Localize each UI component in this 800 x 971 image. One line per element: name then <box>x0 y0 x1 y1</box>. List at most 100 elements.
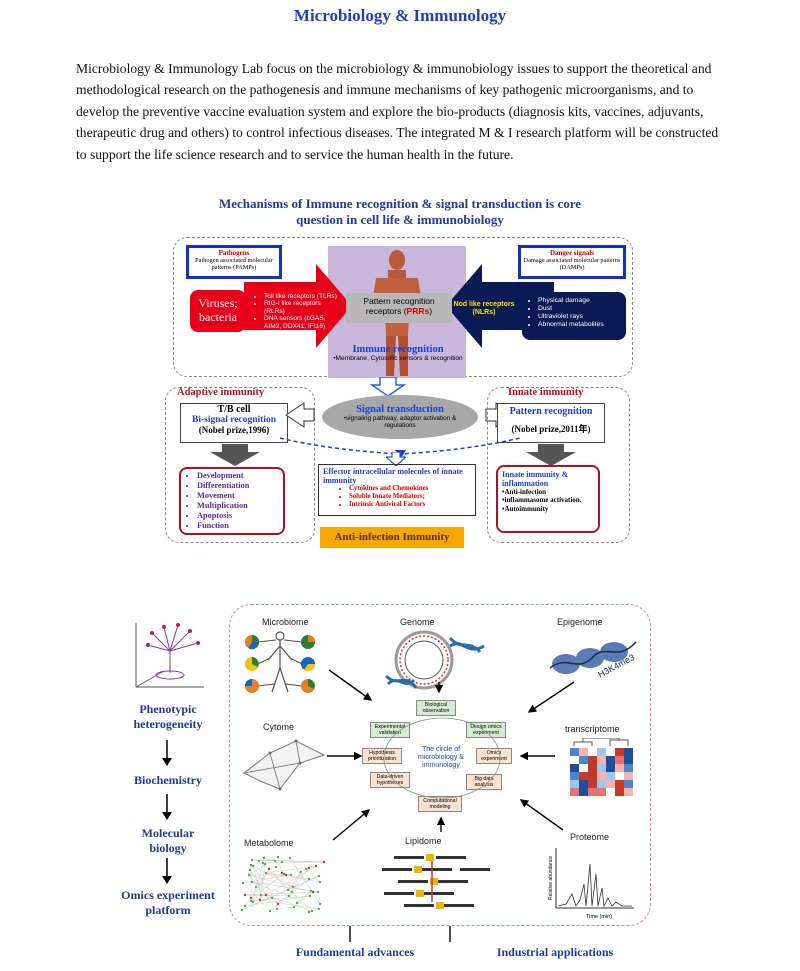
danger-list: Physical damage Dust Ultraviolet rays Ab… <box>522 292 626 340</box>
network-node <box>241 881 245 885</box>
omics-frame <box>229 604 651 926</box>
network-edge <box>244 895 311 907</box>
network-node <box>275 907 279 911</box>
cytome-icon <box>243 739 326 791</box>
danger-item: Abnormal metabolites <box>538 321 626 329</box>
flow-molecular: Molecular biology <box>141 826 195 855</box>
network-node <box>251 864 255 868</box>
figure1-title-line1: Mechanisms of Immune recognition & signa… <box>218 196 582 211</box>
network-edge <box>265 865 317 874</box>
effector-item: Intrinsic Antiviral Factors <box>349 501 471 509</box>
network-edge <box>263 857 276 862</box>
network-edge <box>275 861 283 868</box>
genome-icon <box>384 630 485 690</box>
network-edge <box>305 865 317 870</box>
network-node <box>318 902 322 906</box>
proteome-xlabel: Time (min) <box>586 914 612 920</box>
heatmap-cell <box>588 764 597 772</box>
network-edge <box>293 891 314 908</box>
heatmap-cell <box>615 764 624 772</box>
network-node <box>243 893 247 897</box>
network-node <box>309 889 313 893</box>
nlr-label: Nod like receptors (NLRs) <box>453 301 515 316</box>
innate-panel <box>487 387 630 543</box>
network-node <box>317 907 321 911</box>
network-node <box>289 873 293 877</box>
adaptive-item: Multiplication <box>197 501 283 511</box>
proteome-ylabel: Relative abundance <box>548 856 554 900</box>
network-node <box>311 890 315 894</box>
figure1-title-line2: question in cell life & immunobiology <box>296 212 504 227</box>
receptor-item: Toll like receptors (TLRs) <box>264 293 342 300</box>
flow-arrow-icon <box>162 740 172 766</box>
network-node <box>317 874 321 878</box>
flow-arrow-icon <box>162 858 172 884</box>
receptor-item: DNA sensors (cGAS, AIM2, DDX41, IFI16) <box>264 315 342 330</box>
cycle-title: The circle of microbiology & immunology <box>418 746 464 769</box>
lipidome-label: Lipidome <box>405 836 442 846</box>
network-node <box>263 862 267 866</box>
heatmap-cell <box>615 772 624 780</box>
network-node <box>274 865 278 869</box>
network-node <box>270 896 274 900</box>
heatmap-cell <box>588 788 597 796</box>
danger-item: Dust <box>538 305 626 313</box>
heatmap-cell <box>579 780 588 788</box>
effector-down-arrow <box>386 452 406 466</box>
network-node <box>288 856 292 860</box>
network-edge <box>248 874 314 893</box>
adaptive-title: Adaptive immunity <box>177 387 265 398</box>
signal-ellipse <box>285 395 515 439</box>
heatmap-cell <box>579 748 588 756</box>
network-node <box>259 893 263 897</box>
signal-transduction: Signal transduction •signaling pathway, … <box>330 404 470 429</box>
network-edge <box>276 906 295 910</box>
network-node <box>308 894 312 898</box>
network-node <box>261 861 265 865</box>
network-node <box>262 856 266 860</box>
heatmap-cell <box>579 756 588 764</box>
network-node <box>304 867 308 871</box>
heatmap-cell <box>624 788 633 796</box>
genome-label: Genome <box>400 617 435 627</box>
receptor-item: RIG-I like receptors (RLRs) <box>264 300 342 315</box>
flow-arrow-icon <box>162 794 172 820</box>
network-node <box>295 901 299 905</box>
heatmap-cell <box>597 788 606 796</box>
network-edge <box>285 874 310 880</box>
network-edge <box>260 894 273 899</box>
network-node <box>254 885 258 889</box>
heatmap-cell <box>606 788 615 796</box>
network-edge <box>242 882 271 912</box>
innate-item: •inflammasome activation. <box>502 496 582 505</box>
network-node <box>284 873 288 877</box>
heatmap-cell <box>588 780 597 788</box>
adaptive-item: Development <box>197 471 283 481</box>
cycle-comp: Computational modeling <box>418 796 462 812</box>
network-node <box>307 910 311 914</box>
cycle-data-driven: Data-driven hypotheses <box>370 772 410 788</box>
network-edge <box>251 859 325 863</box>
prr-label-3: ) <box>429 306 433 316</box>
innate-down-arrow <box>526 444 576 466</box>
viruses-label: Viruses; bacteria <box>198 296 238 324</box>
heatmap-cell <box>624 780 633 788</box>
network-edge <box>244 891 319 896</box>
heatmap-cell <box>570 780 579 788</box>
dendrogram <box>573 738 629 746</box>
network-edge <box>250 873 285 899</box>
pathogens-title: Pathogens <box>218 249 250 257</box>
pattern-recognition-box: Pattern recognition (Nobel prize,2011年) <box>497 403 605 443</box>
cytome-label: Cytome <box>263 722 295 732</box>
network-edge <box>287 871 302 891</box>
network-node <box>291 885 295 889</box>
proteome-chromatogram: Time (min) Relative abundance <box>548 848 634 920</box>
heatmap-cell <box>597 756 606 764</box>
cycle-omics-exp: Omics experiment <box>476 748 512 764</box>
network-edge <box>289 857 321 905</box>
heatmap-cell <box>570 788 579 796</box>
heatmap-cell <box>570 748 579 756</box>
tb-cell-label: T/B cell <box>217 404 251 415</box>
heatmap-cell <box>588 748 597 756</box>
heatmap-cell <box>606 756 615 764</box>
